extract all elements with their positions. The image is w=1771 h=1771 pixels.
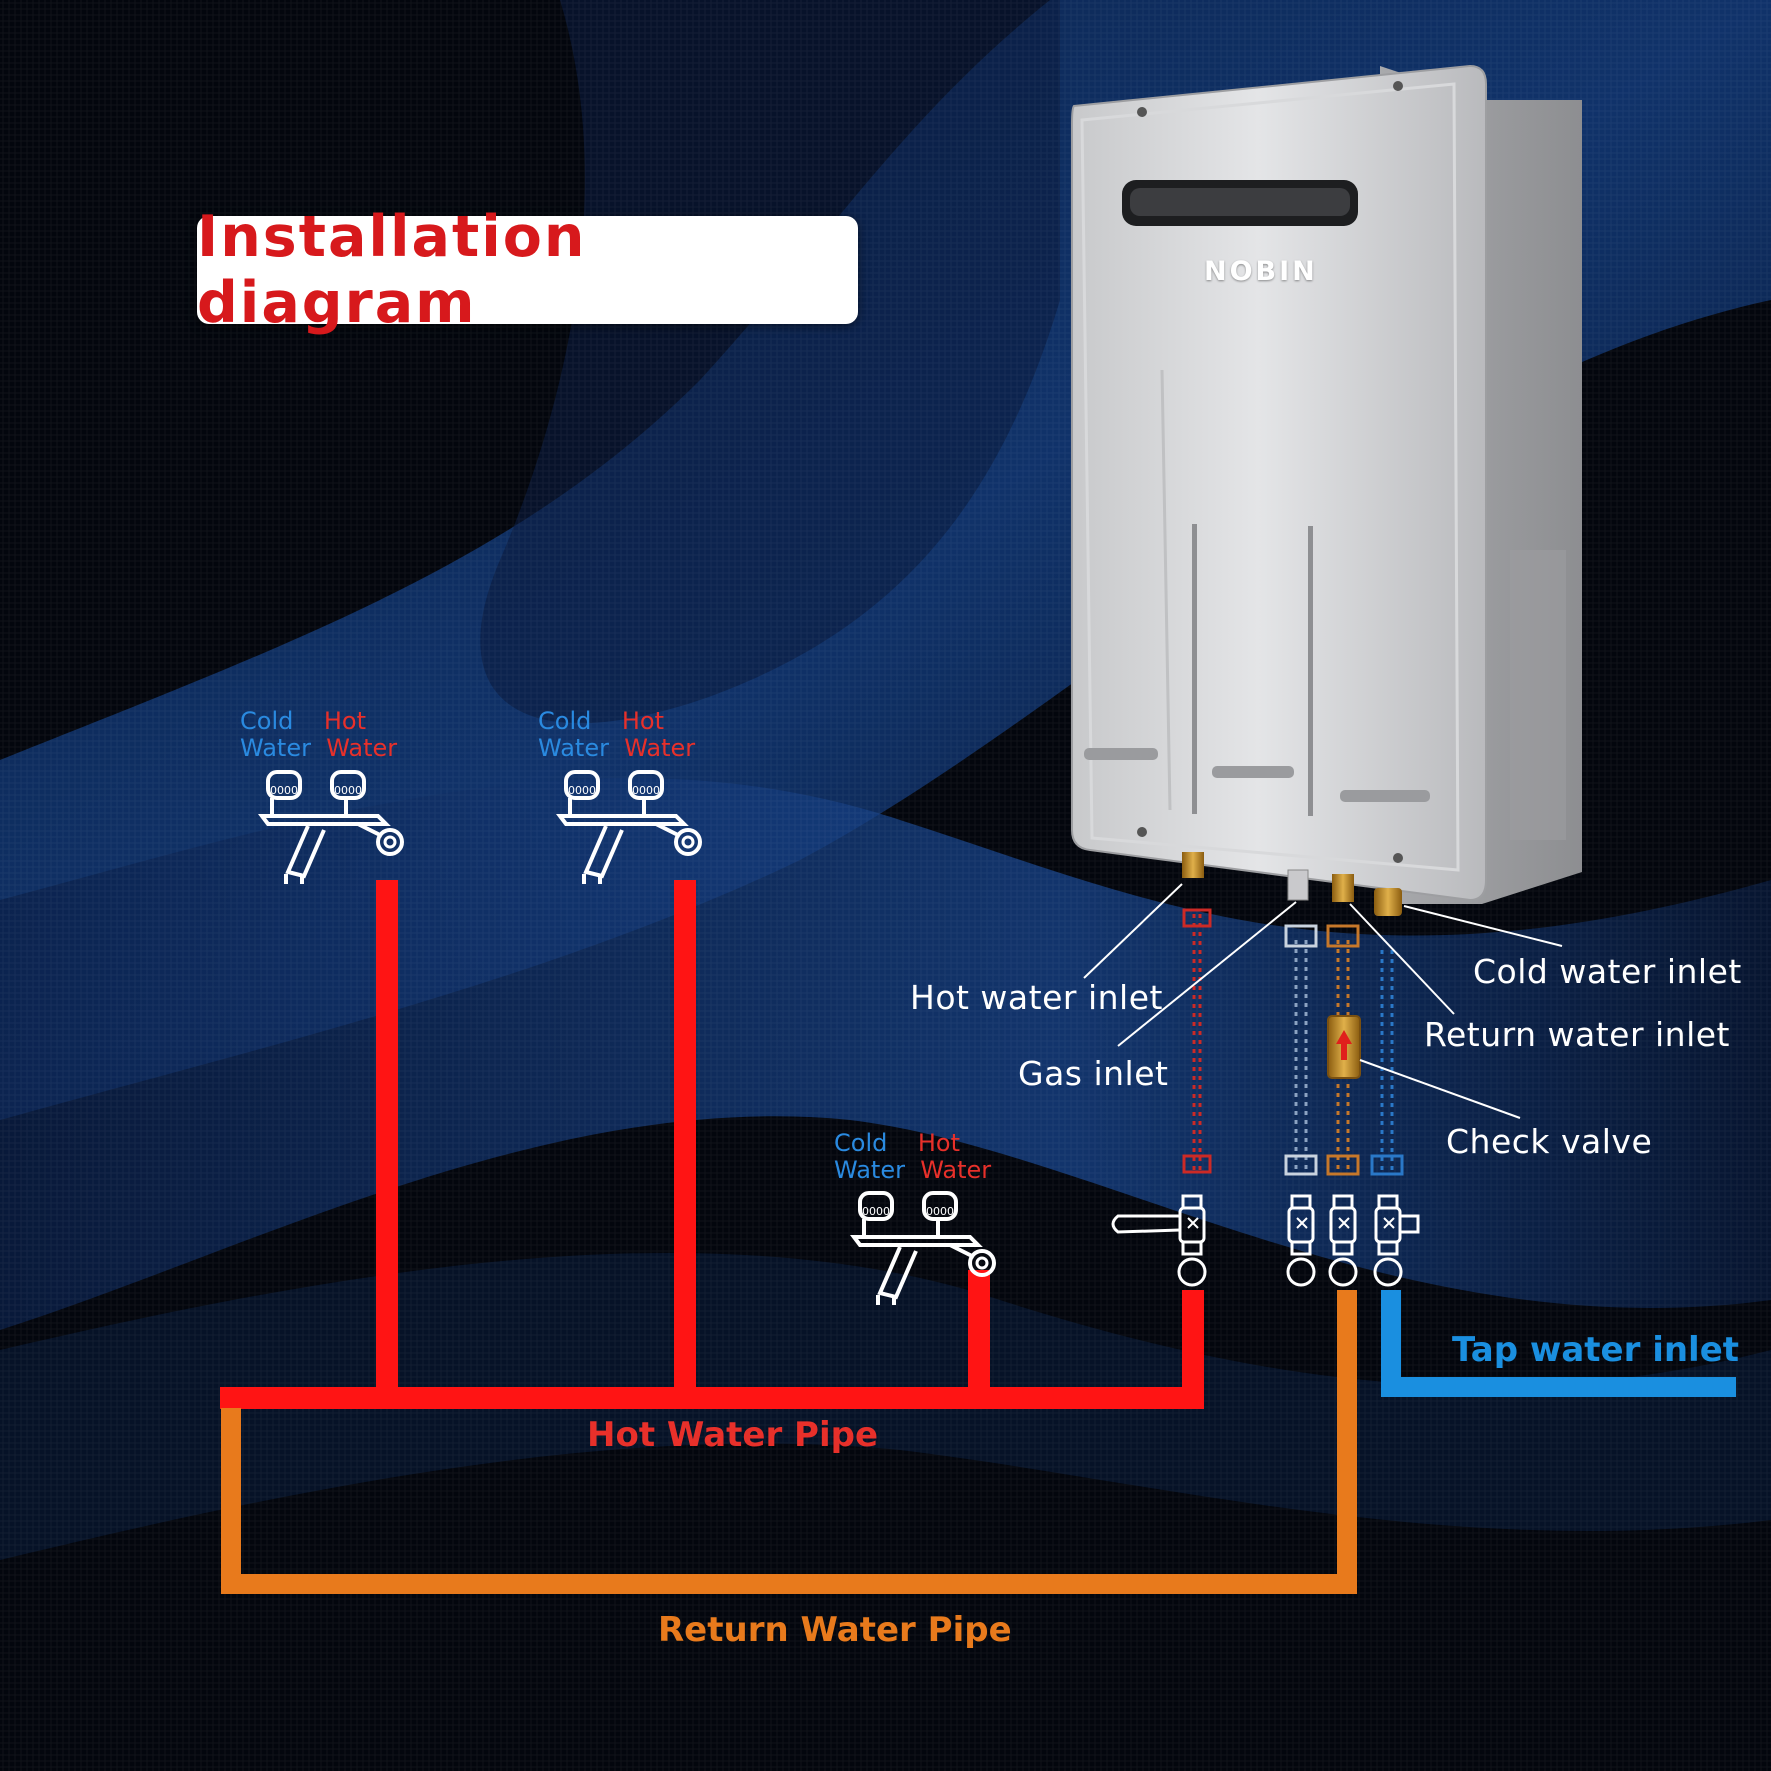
page-title: Installation diagram bbox=[197, 204, 587, 336]
faucet-icon bbox=[558, 770, 702, 886]
faucet-label-3: Cold Hot Water Water bbox=[834, 1129, 992, 1184]
return-water-pipe-label: Return Water Pipe bbox=[658, 1610, 1012, 1650]
gas-inlet-label: Gas inlet bbox=[1018, 1054, 1169, 1093]
faucet-icon bbox=[260, 770, 404, 886]
flex-hoses bbox=[1182, 908, 1404, 1176]
shutoff-valves bbox=[1111, 1194, 1420, 1287]
faucet-label-2: Cold Hot Water Water bbox=[538, 707, 696, 762]
title-box: Installation diagram bbox=[197, 204, 858, 336]
return-water-inlet-label: Return water inlet bbox=[1424, 1015, 1730, 1054]
return-water-pipe bbox=[221, 1290, 1357, 1594]
tap-water-pipe bbox=[1381, 1290, 1736, 1397]
heater-fittings bbox=[1182, 852, 1402, 916]
faucet-label-1: Cold Hot Water Water bbox=[240, 707, 398, 762]
check-valve bbox=[1327, 1015, 1361, 1079]
heater-brand-logo: NOBIN bbox=[1204, 256, 1318, 287]
cold-water-inlet-label: Cold water inlet bbox=[1473, 952, 1742, 991]
check-valve-label: Check valve bbox=[1446, 1122, 1653, 1161]
hot-water-inlet-label: Hot water inlet bbox=[910, 978, 1163, 1017]
tap-water-inlet-label: Tap water inlet bbox=[1452, 1330, 1740, 1370]
hot-water-pipe-label: Hot Water Pipe bbox=[587, 1415, 879, 1455]
water-heater bbox=[1071, 64, 1582, 904]
hot-water-pipe bbox=[220, 880, 1204, 1409]
leader-lines bbox=[1083, 883, 1563, 1119]
